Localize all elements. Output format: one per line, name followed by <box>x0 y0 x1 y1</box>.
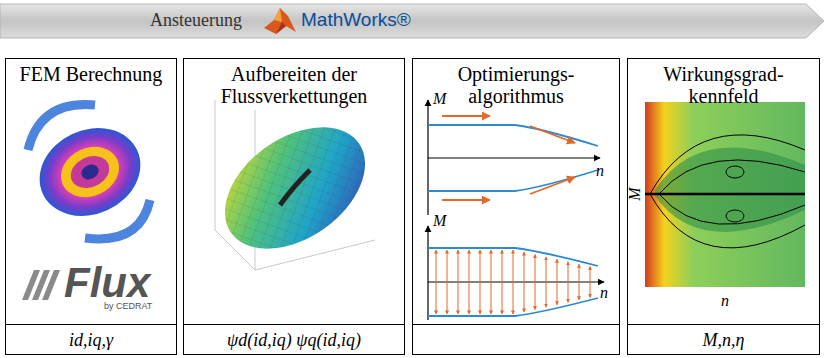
range-arrow <box>590 267 591 298</box>
range-arrow <box>458 250 459 314</box>
variable-label: M,n,η <box>628 329 819 351</box>
range-arrow <box>513 250 514 314</box>
axis-label: n <box>721 293 729 309</box>
control-band: Ansteuerung MathWorks® <box>0 2 826 40</box>
box-title: Aufbereiten der Flussverkettungen <box>204 63 384 107</box>
axis-label: n <box>596 163 604 179</box>
range-arrow <box>502 250 503 314</box>
range-arrow <box>436 250 437 314</box>
range-arrow <box>568 262 569 303</box>
box-title: Wirkungsgrad- kennfeld <box>649 63 799 107</box>
variable-label: id,iq,γ <box>6 329 176 351</box>
axis-label: M <box>627 187 643 200</box>
logo-text: Flux <box>64 262 150 304</box>
brand-name: MathWorks® <box>301 9 411 31</box>
process-box: Aufbereiten der Flussverkettungen ψd(id,i… <box>183 58 405 355</box>
range-arrow <box>546 257 547 307</box>
axis-label: M <box>433 213 446 229</box>
axis-label: M <box>433 91 446 107</box>
arrow-band <box>0 2 826 40</box>
range-arrow <box>491 250 492 314</box>
variable-label: ψd(id,iq) ψq(id,iq) <box>184 329 404 351</box>
range-arrow <box>579 264 580 300</box>
range-arrow <box>557 259 558 305</box>
box-title: FEM Berechnung <box>11 63 171 85</box>
label-cell <box>413 324 619 354</box>
process-box: Wirkungsgrad- kennfeldM,n,η <box>627 58 820 355</box>
range-arrow <box>524 252 525 312</box>
range-arrow <box>480 250 481 314</box>
range-arrow <box>535 254 536 309</box>
axis-label: n <box>600 285 608 301</box>
range-arrow <box>469 250 470 314</box>
logo-subtext: by CEDRAT <box>104 302 152 311</box>
band-label: Ansteuerung <box>150 10 242 31</box>
range-arrow <box>447 250 448 314</box>
box-title: Optimierungs- algorithmus <box>441 63 591 107</box>
